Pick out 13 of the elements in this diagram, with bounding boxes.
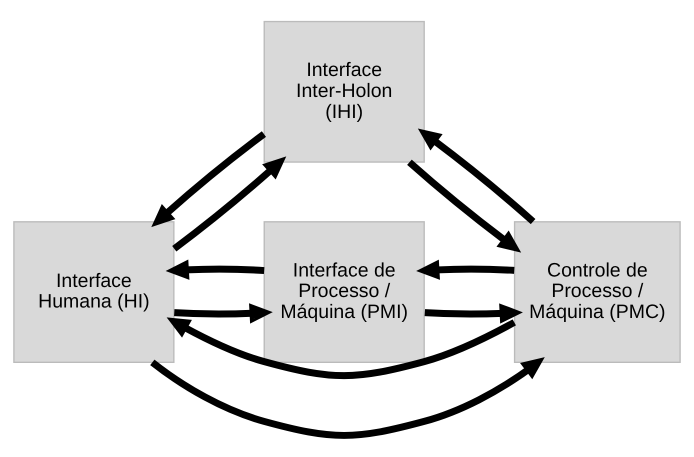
node-box: Interface Humana (HI) — [13, 221, 175, 363]
arrow — [174, 303, 273, 324]
arrow — [407, 160, 522, 253]
node-box: Interface Inter-Holon (IHI) — [264, 20, 425, 163]
arrow — [166, 317, 516, 380]
arrow — [151, 131, 266, 228]
arrow — [424, 303, 523, 324]
arrow — [416, 260, 514, 280]
node-box: Interface de Processo / Máquina (PMI) — [264, 221, 425, 363]
arrow — [418, 128, 536, 224]
node-box: Controle de Processo / Máquina (PMC) — [514, 221, 681, 363]
arrow — [150, 357, 545, 439]
arrow — [166, 260, 264, 280]
